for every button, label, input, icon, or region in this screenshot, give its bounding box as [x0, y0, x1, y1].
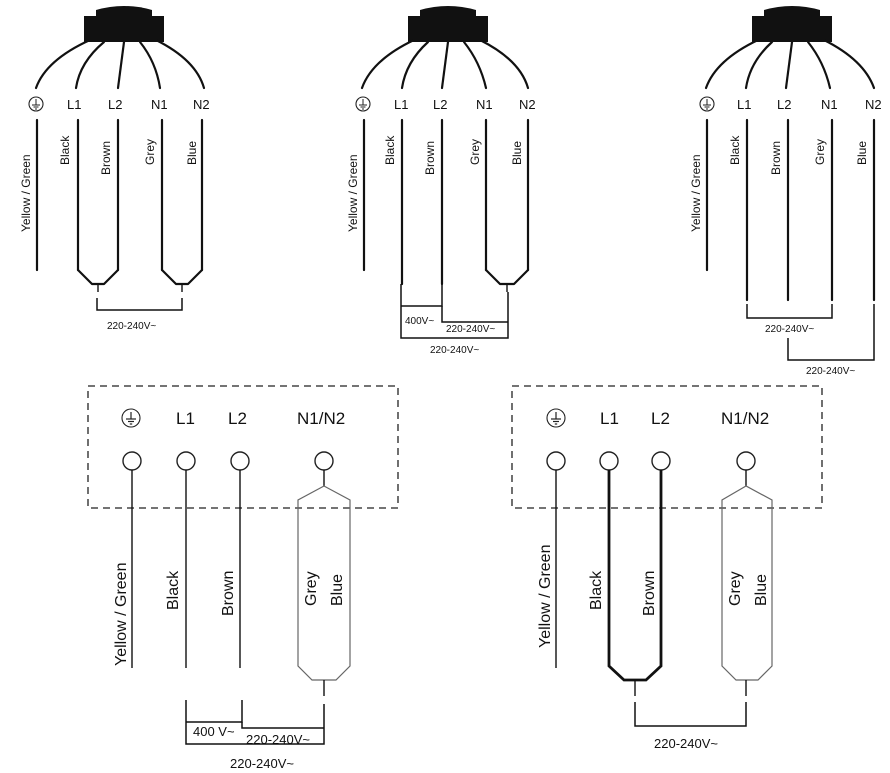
voltage-label: 220-240V~ [654, 736, 718, 751]
voltage-label: 220-240V~ [765, 324, 814, 335]
wire-label-grey: Grey [468, 139, 482, 165]
terminal-label-l1: L1 [394, 97, 408, 112]
diagram-4: L1 L2 N1/N2 400 V~ 220-240V~ 220-240V~ Y… [87, 385, 399, 771]
wire-label-blue: Blue [855, 141, 869, 165]
wire-label-grey: Grey [727, 571, 744, 606]
terminal-label-n1n2: N1/N2 [721, 409, 769, 428]
plug-1 [84, 16, 164, 42]
voltage-label: 220-240V~ [246, 732, 310, 747]
wire-label-yellow-green: Yellow / Green [113, 563, 130, 666]
terminal-screw [651, 451, 671, 471]
earth-symbol [121, 408, 141, 428]
terminal-screw [736, 451, 756, 471]
terminal-label-l2: L2 [108, 97, 122, 112]
voltage-label: 220-240V~ [430, 345, 479, 356]
voltage-label-400: 400V~ [405, 316, 434, 327]
voltage-label: 220-240V~ [806, 366, 855, 377]
diagram-1: L1 L2 N1 N2 220-240V~ Yellow / Green Bla… [19, 6, 210, 332]
wire-label-grey: Grey [813, 139, 827, 165]
wire-label-black: Black [383, 135, 397, 165]
wire-label-grey: Grey [143, 139, 157, 165]
terminal-label-l1: L1 [67, 97, 81, 112]
wire-label-brown: Brown [641, 571, 658, 616]
terminal-screw [176, 451, 196, 471]
terminal-label-l1: L1 [737, 97, 751, 112]
wire-label-brown: Brown [220, 571, 237, 616]
terminal-label-l2: L2 [651, 409, 670, 428]
terminal-screw [122, 451, 142, 471]
wire-label-yellow-green: Yellow / Green [346, 154, 360, 232]
earth-symbol [546, 408, 566, 428]
terminal-label-n1n2: N1/N2 [297, 409, 345, 428]
wire-label-blue: Blue [329, 574, 346, 606]
terminal-label-l2: L2 [433, 97, 447, 112]
diagram-5: L1 L2 N1/N2 220-240V~ Yellow / Green Bla… [511, 385, 823, 751]
wire-label-black: Black [165, 570, 182, 610]
terminal-label-l1: L1 [176, 409, 195, 428]
wire-label-brown: Brown [423, 141, 437, 175]
wire-label-yellow-green: Yellow / Green [19, 154, 33, 232]
wire-label-grey: Grey [303, 571, 320, 606]
earth-symbol [355, 96, 371, 112]
terminal-block [87, 385, 399, 509]
voltage-label: 220-240V~ [107, 321, 156, 332]
wire-label-yellow-green: Yellow / Green [537, 545, 554, 648]
diagram-2: L1 L2 N1 N2 400V~ 220-240V~ 220-240V~ Ye… [346, 6, 536, 356]
earth-symbol [28, 96, 44, 112]
wire-label-yellow-green: Yellow / Green [689, 154, 703, 232]
terminal-label-n1: N1 [821, 97, 838, 112]
terminal-label-n2: N2 [193, 97, 210, 112]
terminal-label-n2: N2 [519, 97, 536, 112]
terminal-label-n1: N1 [476, 97, 493, 112]
voltage-label: 220-240V~ [446, 324, 495, 335]
terminal-screw [546, 451, 566, 471]
wire-label-blue: Blue [510, 141, 524, 165]
terminal-label-l1: L1 [600, 409, 619, 428]
voltage-label-400: 400 V~ [193, 724, 235, 739]
wire-label-brown: Brown [99, 141, 113, 175]
terminal-screw [314, 451, 334, 471]
terminal-label-l2: L2 [777, 97, 791, 112]
wire-label-blue: Blue [753, 574, 770, 606]
terminal-screw [599, 451, 619, 471]
diagram-3: L1 L2 N1 N2 220-240V~ 220-240V~ Yellow /… [689, 6, 882, 377]
terminal-label-l2: L2 [228, 409, 247, 428]
wire-label-brown: Brown [769, 141, 783, 175]
terminal-label-n1: N1 [151, 97, 168, 112]
earth-symbol [699, 96, 715, 112]
wire-label-blue: Blue [185, 141, 199, 165]
wire-label-black: Black [58, 135, 72, 165]
wire-label-black: Black [728, 135, 742, 165]
wire-label-black: Black [588, 570, 605, 610]
terminal-screw [230, 451, 250, 471]
terminal-block [511, 385, 823, 509]
terminal-label-n2: N2 [865, 97, 882, 112]
voltage-label: 220-240V~ [230, 756, 294, 771]
